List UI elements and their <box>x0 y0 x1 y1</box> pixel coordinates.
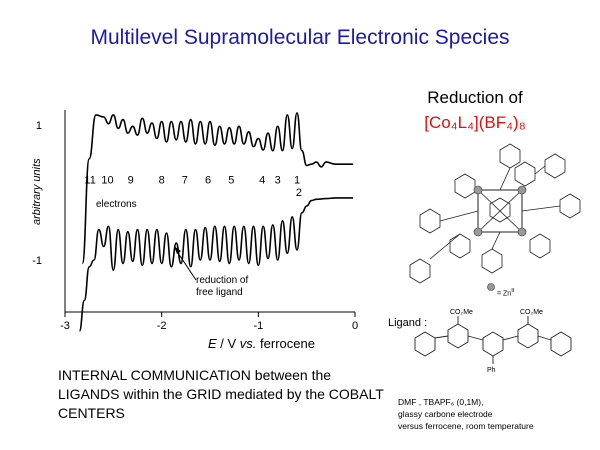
complex-formula: [Co₄L₄](BF₄)₈ <box>424 113 526 132</box>
reduction-heading: Reduction of <box>427 88 523 107</box>
co2me-label-1: CO₂Me <box>450 309 473 316</box>
ligand-label: Ligand : <box>388 317 428 329</box>
grid-complex-structure <box>409 143 581 284</box>
peak-label: 10 <box>101 175 113 187</box>
zn-legend-sup: II <box>511 288 515 294</box>
conditions-line-1: DMF , TBAPF₆ (0,1M), <box>398 397 484 407</box>
upper-curve <box>81 112 354 265</box>
x-axis-label-vs: vs. <box>239 336 257 351</box>
conditions-line-3: versus ferrocene, room temperature <box>398 421 534 431</box>
x-axis-label-ref: ferrocene <box>256 336 315 351</box>
zn-legend-label: = ZnII <box>497 288 514 297</box>
peak-label: 4 <box>259 175 265 187</box>
peak-label: 2 <box>296 187 302 199</box>
ligand-structure <box>414 316 572 364</box>
y-ticks: 1 -1 <box>32 120 42 267</box>
slide-title: Multilevel Supramolecular Electronic Spe… <box>90 26 510 49</box>
x-axis-label: E / V vs. ferrocene <box>208 336 315 351</box>
curves <box>78 112 354 332</box>
co2me-label-2: CO₂Me <box>520 309 543 316</box>
free-ligand-arrow <box>175 249 197 281</box>
peak-label: 7 <box>182 175 188 187</box>
x-tick-label: -1 <box>253 320 263 332</box>
peak-label: 1 <box>294 175 300 187</box>
electrons-label: electrons <box>96 199 137 210</box>
x-axis-label-unit: / V <box>216 336 240 351</box>
zn-legend-icon <box>487 283 495 291</box>
x-tick-label: 0 <box>352 320 358 332</box>
lower-curve <box>78 197 354 332</box>
y-tick-label: -1 <box>32 255 42 267</box>
experimental-conditions: DMF , TBAPF₆ (0,1M), glassy carbone elec… <box>398 396 598 432</box>
conditions-line-2: glassy carbone electrode <box>398 409 493 419</box>
conclusion-text: INTERNAL COMMUNICATION between the LIGAN… <box>58 367 384 421</box>
free-ligand-label-1: reduction of <box>196 275 248 286</box>
x-axis-label-e: E <box>208 336 217 351</box>
ph-label: Ph <box>487 367 496 374</box>
cobalt-centers <box>473 185 527 237</box>
peak-label: 3 <box>275 175 281 187</box>
peak-label: 8 <box>159 175 165 187</box>
peak-label: 11 <box>84 175 95 187</box>
x-ticks: -3 -2 -1 0 <box>60 312 358 332</box>
plot-frame <box>64 110 355 313</box>
x-tick-label: -2 <box>157 320 167 332</box>
peak-label: 5 <box>228 175 234 187</box>
y-tick-label: 1 <box>36 120 42 132</box>
zn-legend-text: = Zn <box>497 290 512 298</box>
free-ligand-label-2: free ligand <box>196 287 243 298</box>
peak-label: 9 <box>128 175 134 187</box>
y-axis-label: arbitrary units <box>31 158 43 225</box>
peak-label: 6 <box>205 175 211 187</box>
arrowhead <box>174 246 181 254</box>
x-tick-label: -3 <box>60 320 70 332</box>
